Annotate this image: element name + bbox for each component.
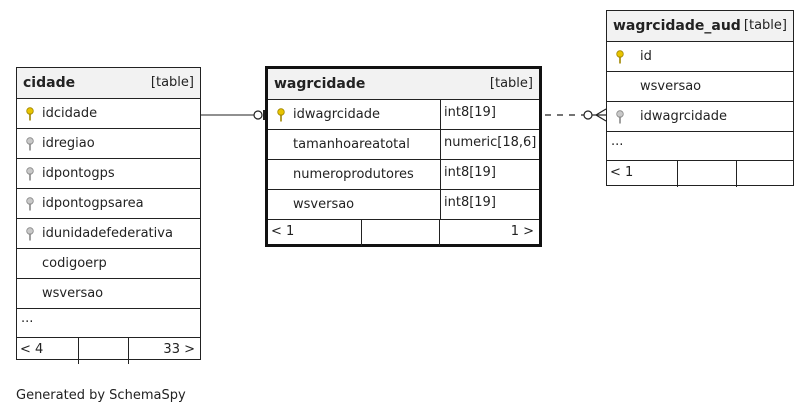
parents-link[interactable]: < 1 — [607, 161, 678, 187]
column-row[interactable]: idregiao — [17, 129, 200, 159]
zero-marker-icon — [583, 110, 593, 120]
column-name: idregiao — [42, 136, 95, 151]
footer-spacer — [362, 220, 440, 246]
table-footer: < 1 — [607, 161, 793, 187]
primary-key-icon — [26, 107, 34, 121]
parents-link[interactable]: < 1 — [268, 220, 362, 246]
table-header[interactable]: wagrcidade_aud [table] — [607, 11, 793, 42]
column-name: codigoerp — [42, 256, 107, 271]
column-name: idwagrcidade — [640, 109, 728, 124]
primary-key-icon — [616, 50, 624, 64]
column-row[interactable]: idunidadefederativa — [17, 219, 200, 249]
column-type: int8[19] — [440, 160, 539, 189]
foreign-key-icon — [616, 110, 624, 124]
column-row[interactable]: idcidade — [17, 99, 200, 129]
children-link[interactable]: 33 > — [129, 338, 200, 364]
column-type: int8[19] — [440, 190, 539, 219]
column-row[interactable]: wsversao — [17, 279, 200, 309]
table-header[interactable]: wagrcidade [table] — [268, 69, 539, 100]
column-name: wsversao — [640, 79, 702, 94]
table-cidade[interactable]: cidade [table] idcidade idregiao idponto… — [16, 67, 201, 364]
column-row[interactable]: codigoerp — [17, 249, 200, 279]
primary-key-icon — [277, 108, 285, 122]
foreign-key-icon — [26, 167, 34, 181]
column-row[interactable]: tamanhoareatotal numeric[18,6] — [268, 130, 539, 160]
table-footer: < 1 1 > — [268, 220, 539, 246]
more-columns-ellipsis: ... — [607, 132, 793, 161]
foreign-key-icon — [26, 137, 34, 151]
table-wagrcidade[interactable]: wagrcidade [table] idwagrcidade int8[19]… — [265, 66, 542, 247]
column-type: int8[19] — [440, 100, 539, 129]
table-footer: < 4 33 > — [17, 338, 200, 364]
foreign-key-icon — [26, 197, 34, 211]
column-row[interactable]: numeroprodutores int8[19] — [268, 160, 539, 190]
table-name: cidade — [23, 75, 76, 91]
parents-count: < 4 — [20, 342, 44, 357]
table-header[interactable]: cidade [table] — [17, 68, 200, 99]
parents-count: < 1 — [610, 165, 634, 180]
column-name: idwagrcidade — [293, 107, 381, 122]
column-row[interactable]: wsversao — [607, 72, 793, 102]
more-columns-ellipsis: ... — [17, 309, 200, 338]
table-kind: [table] — [489, 76, 533, 91]
column-name: tamanhoareatotal — [293, 137, 410, 152]
column-name: numeroprodutores — [293, 167, 414, 182]
column-row[interactable]: wsversao int8[19] — [268, 190, 539, 220]
column-row[interactable]: idwagrcidade int8[19] — [268, 100, 539, 130]
column-type: numeric[18,6] — [440, 130, 539, 159]
footer-spacer — [678, 161, 737, 187]
column-name: wsversao — [42, 286, 104, 301]
column-row[interactable]: id — [607, 42, 793, 72]
children-count: 1 > — [510, 224, 534, 239]
table-kind: [table] — [743, 18, 787, 33]
children-link[interactable]: 1 > — [440, 220, 539, 246]
crowfoot-icon — [595, 108, 607, 116]
column-row[interactable]: idpontogps — [17, 159, 200, 189]
column-name: idpontogps — [42, 166, 115, 181]
column-name: wsversao — [293, 197, 355, 212]
zero-marker-icon — [253, 110, 263, 120]
column-name: idcidade — [42, 106, 98, 121]
column-row[interactable]: idwagrcidade — [607, 102, 793, 132]
column-name: id — [640, 49, 652, 64]
column-name: idpontogpsarea — [42, 196, 144, 211]
column-name: idunidadefederativa — [42, 226, 173, 241]
parents-count: < 1 — [271, 224, 295, 239]
children-count: 33 > — [163, 342, 195, 357]
children-link[interactable] — [737, 161, 793, 187]
table-kind: [table] — [150, 75, 194, 90]
column-row[interactable]: idpontogpsarea — [17, 189, 200, 219]
footer-spacer — [79, 338, 129, 364]
foreign-key-icon — [26, 227, 34, 241]
generated-by-note: Generated by SchemaSpy — [16, 388, 186, 403]
table-wagrcidade-aud[interactable]: wagrcidade_aud [table] id wsversao idwag… — [606, 10, 794, 187]
table-name: wagrcidade_aud — [613, 18, 741, 34]
parents-link[interactable]: < 4 — [17, 338, 79, 364]
table-name: wagrcidade — [274, 76, 366, 92]
